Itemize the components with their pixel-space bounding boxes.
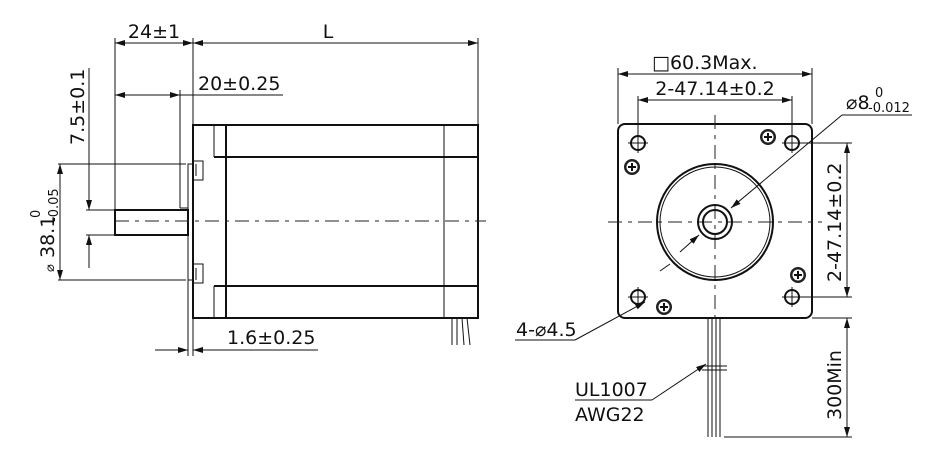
leader-shaft-diameter: [679, 234, 700, 253]
front-view: □60.3Max. 2-47.14±0.2 ⌀8 0 -0.012 2-47.1…: [515, 52, 912, 438]
label-flat-length: 20±0.25: [198, 73, 280, 95]
svg-text:⌀8: ⌀8: [846, 92, 870, 114]
label-lead-length: 300Min: [824, 350, 846, 420]
label-mount-holes: 4-⌀4.5: [516, 319, 577, 341]
screw-heads: [624, 129, 806, 315]
label-hole-spacing-v: 2-47.14±0.2: [824, 163, 846, 282]
label-hole-spacing-h: 2-47.14±0.2: [655, 78, 774, 100]
label-wire-type: UL1007: [575, 379, 648, 401]
label-shaft-diameter: ⌀8 0 -0.012: [846, 86, 910, 116]
lead-wires: [451, 317, 471, 346]
svg-text:38.1: 38.1: [37, 216, 59, 258]
pilot-ring: [656, 163, 774, 281]
label-pilot-thickness: 1.6±0.25: [227, 327, 315, 349]
label-pilot-diameter: ⌀ 38.1 0 -0.05: [29, 188, 62, 272]
shaft-end: [702, 209, 728, 235]
svg-text:-0.012: -0.012: [868, 101, 910, 116]
label-flat-depth: 7.5±0.1: [67, 69, 89, 145]
leader-wire: [651, 363, 707, 401]
motor-body: [187, 124, 479, 319]
shaft-boss: [697, 204, 733, 240]
label-body-length: L: [323, 21, 334, 43]
svg-text:-0.05: -0.05: [47, 188, 62, 222]
svg-text:0: 0: [29, 210, 44, 218]
label-square-size: □60.3Max.: [652, 52, 758, 74]
label-wire-gauge: AWG22: [575, 404, 645, 426]
side-view: 24±1 L 20±0.25 1.6±0.25 7.5±0.1 ⌀ 38.1 0…: [29, 21, 486, 356]
svg-text:0: 0: [875, 86, 883, 101]
svg-text:⌀: ⌀: [43, 264, 58, 272]
label-shaft-length: 24±1: [128, 21, 180, 43]
leader-mount-holes: [574, 301, 646, 341]
lead-wires-front: [702, 318, 727, 437]
